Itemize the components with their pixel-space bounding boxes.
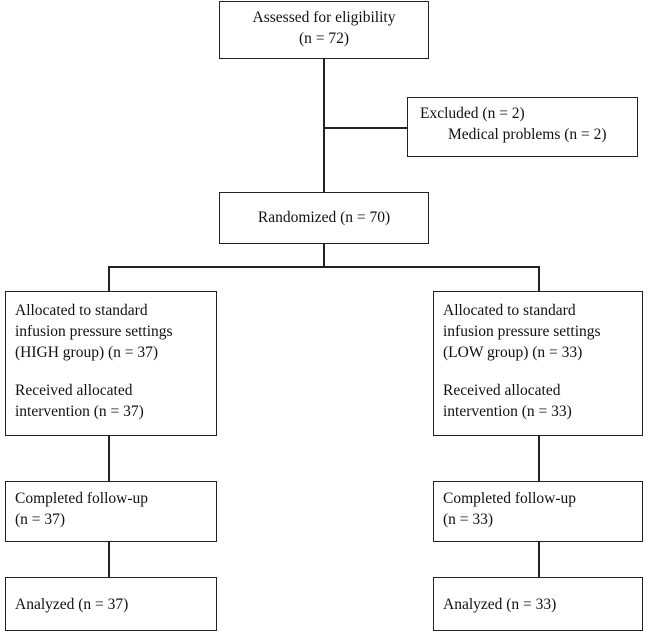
excluded-label: Excluded (n = 2)	[420, 105, 525, 122]
high-allocation-line3: (HIGH group) (n = 37)	[15, 344, 159, 361]
assessed-box: Assessed for eligibility (n = 72)	[219, 1, 429, 59]
low-followup-box: Completed follow-up (n = 33)	[433, 481, 643, 542]
excluded-reason: Medical problems (n = 2)	[448, 126, 607, 143]
low-allocation-line3: (LOW group) (n = 33)	[443, 344, 583, 361]
high-received-line1: Received allocated	[15, 382, 133, 399]
connector-assessed-to-randomized	[323, 59, 325, 192]
connector-randomized-down	[323, 244, 325, 267]
low-analyzed-box: Analyzed (n = 33)	[433, 577, 643, 631]
low-allocation-line2: infusion pressure settings	[443, 323, 601, 340]
connector-to-high-group	[108, 266, 110, 291]
high-followup-count: (n = 37)	[15, 511, 66, 528]
randomized-label: Randomized (n = 70)	[257, 209, 391, 226]
low-followup-count: (n = 33)	[443, 511, 494, 528]
high-followup-label: Completed follow-up	[15, 490, 149, 507]
low-received-line1: Received allocated	[443, 382, 561, 399]
high-analyzed-label: Analyzed (n = 37)	[15, 596, 129, 613]
low-followup-label: Completed follow-up	[443, 490, 577, 507]
low-group-allocation-box: Allocated to standard infusion pressure …	[433, 291, 643, 436]
randomized-box: Randomized (n = 70)	[219, 192, 429, 244]
excluded-box: Excluded (n = 2) Medical problems (n = 2…	[407, 97, 638, 157]
high-received-line2: intervention (n = 37)	[15, 403, 144, 420]
high-allocation-line1: Allocated to standard	[15, 302, 148, 319]
connector-low-followup-to-analyzed	[538, 542, 540, 577]
low-analyzed-label: Analyzed (n = 33)	[443, 596, 557, 613]
high-analyzed-box: Analyzed (n = 37)	[5, 577, 217, 631]
low-received-line2: intervention (n = 33)	[443, 403, 572, 420]
high-group-allocation-box: Allocated to standard infusion pressure …	[5, 291, 217, 436]
connector-high-followup-to-analyzed	[108, 542, 110, 577]
assessed-count: (n = 72)	[298, 30, 350, 47]
connector-low-to-followup	[538, 436, 540, 481]
connector-high-to-followup	[108, 436, 110, 481]
low-allocation-line1: Allocated to standard	[443, 302, 576, 319]
high-allocation-line2: infusion pressure settings	[15, 323, 173, 340]
assessed-label: Assessed for eligibility	[252, 9, 396, 26]
connector-to-low-group	[538, 266, 540, 291]
high-followup-box: Completed follow-up (n = 37)	[5, 481, 217, 542]
connector-to-excluded	[323, 127, 407, 129]
connector-split-horizontal	[108, 266, 539, 268]
